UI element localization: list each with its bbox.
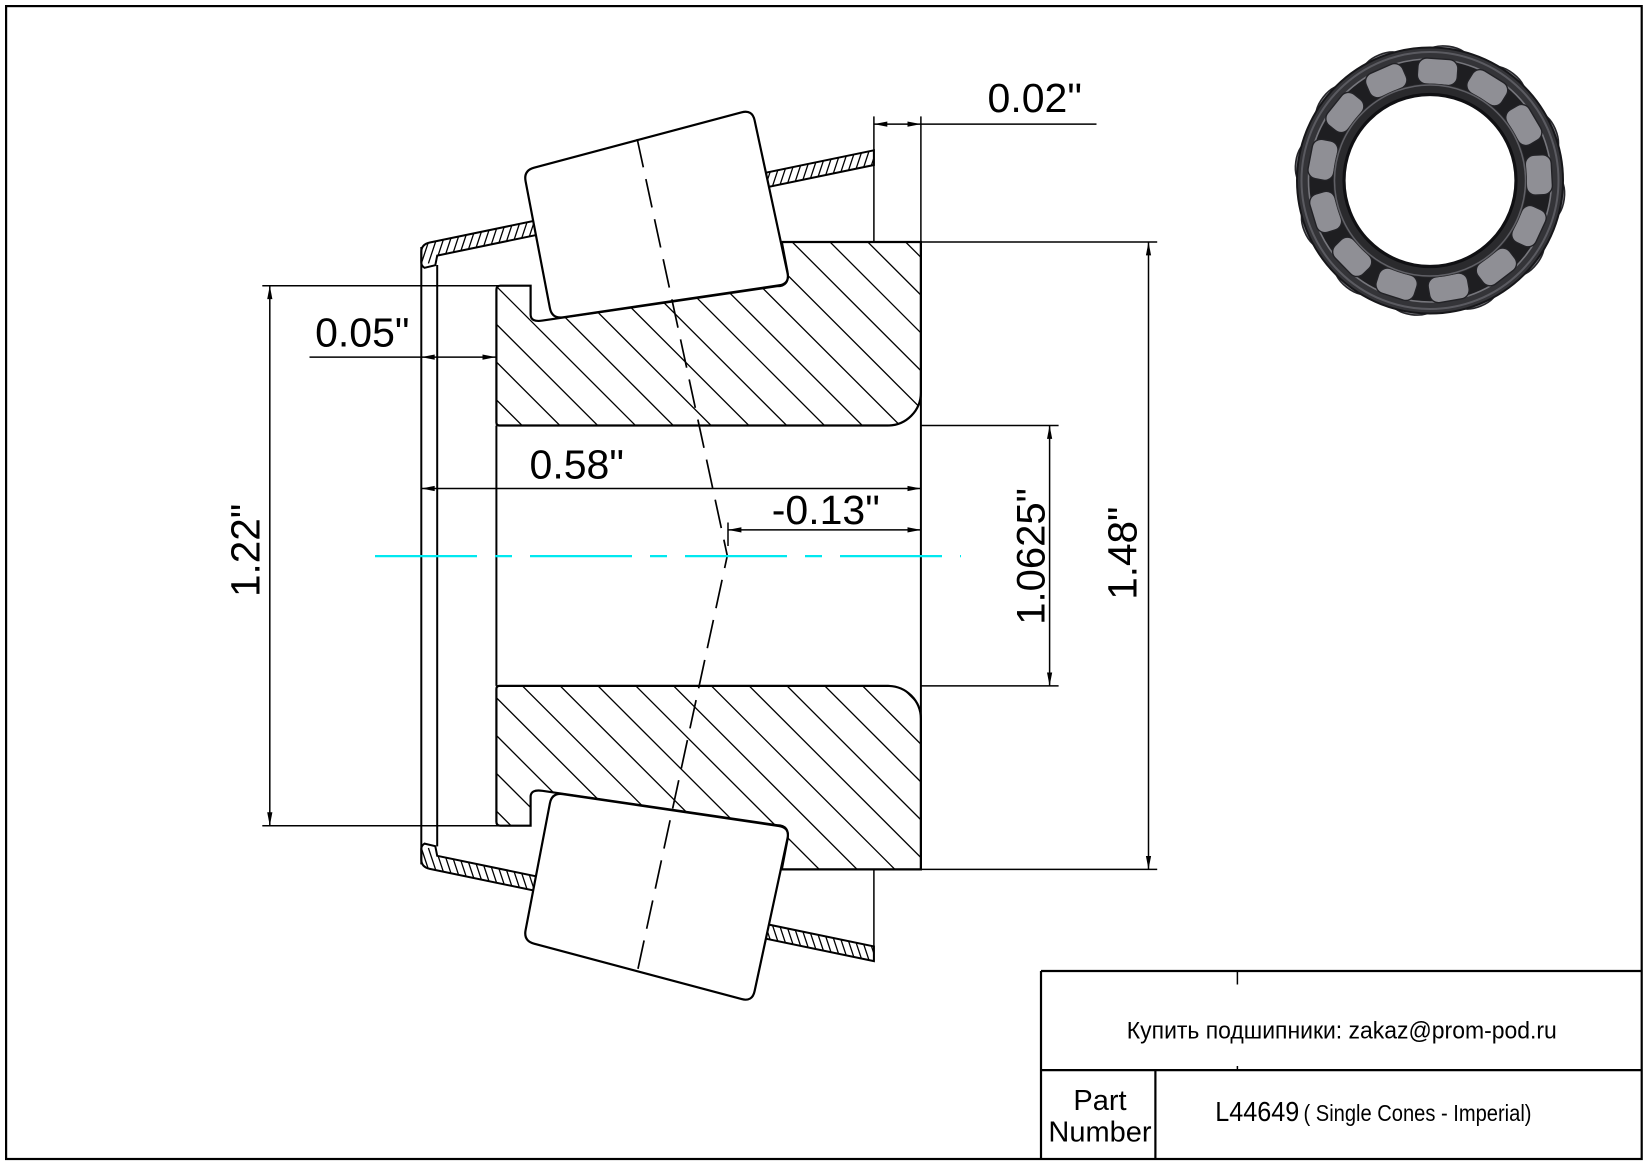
svg-text:Number: Number <box>1048 1116 1151 1148</box>
svg-text:1.22": 1.22" <box>223 504 269 597</box>
svg-text:0.05": 0.05" <box>315 310 409 356</box>
svg-text:( Single Cones - Imperial): ( Single Cones - Imperial) <box>1304 1100 1532 1126</box>
svg-text:0.58": 0.58" <box>530 442 624 488</box>
svg-text:1.0625": 1.0625" <box>1010 488 1054 625</box>
svg-text:0.02": 0.02" <box>988 75 1082 121</box>
svg-text:L44649: L44649 <box>1215 1096 1299 1127</box>
svg-text:Купить подшипники: zakaz@prom-: Купить подшипники: zakaz@prom-pod.ru <box>1127 1018 1557 1045</box>
svg-text:-0.13": -0.13" <box>772 487 880 533</box>
svg-text:Part: Part <box>1073 1085 1126 1117</box>
svg-text:1.48": 1.48" <box>1100 507 1146 600</box>
